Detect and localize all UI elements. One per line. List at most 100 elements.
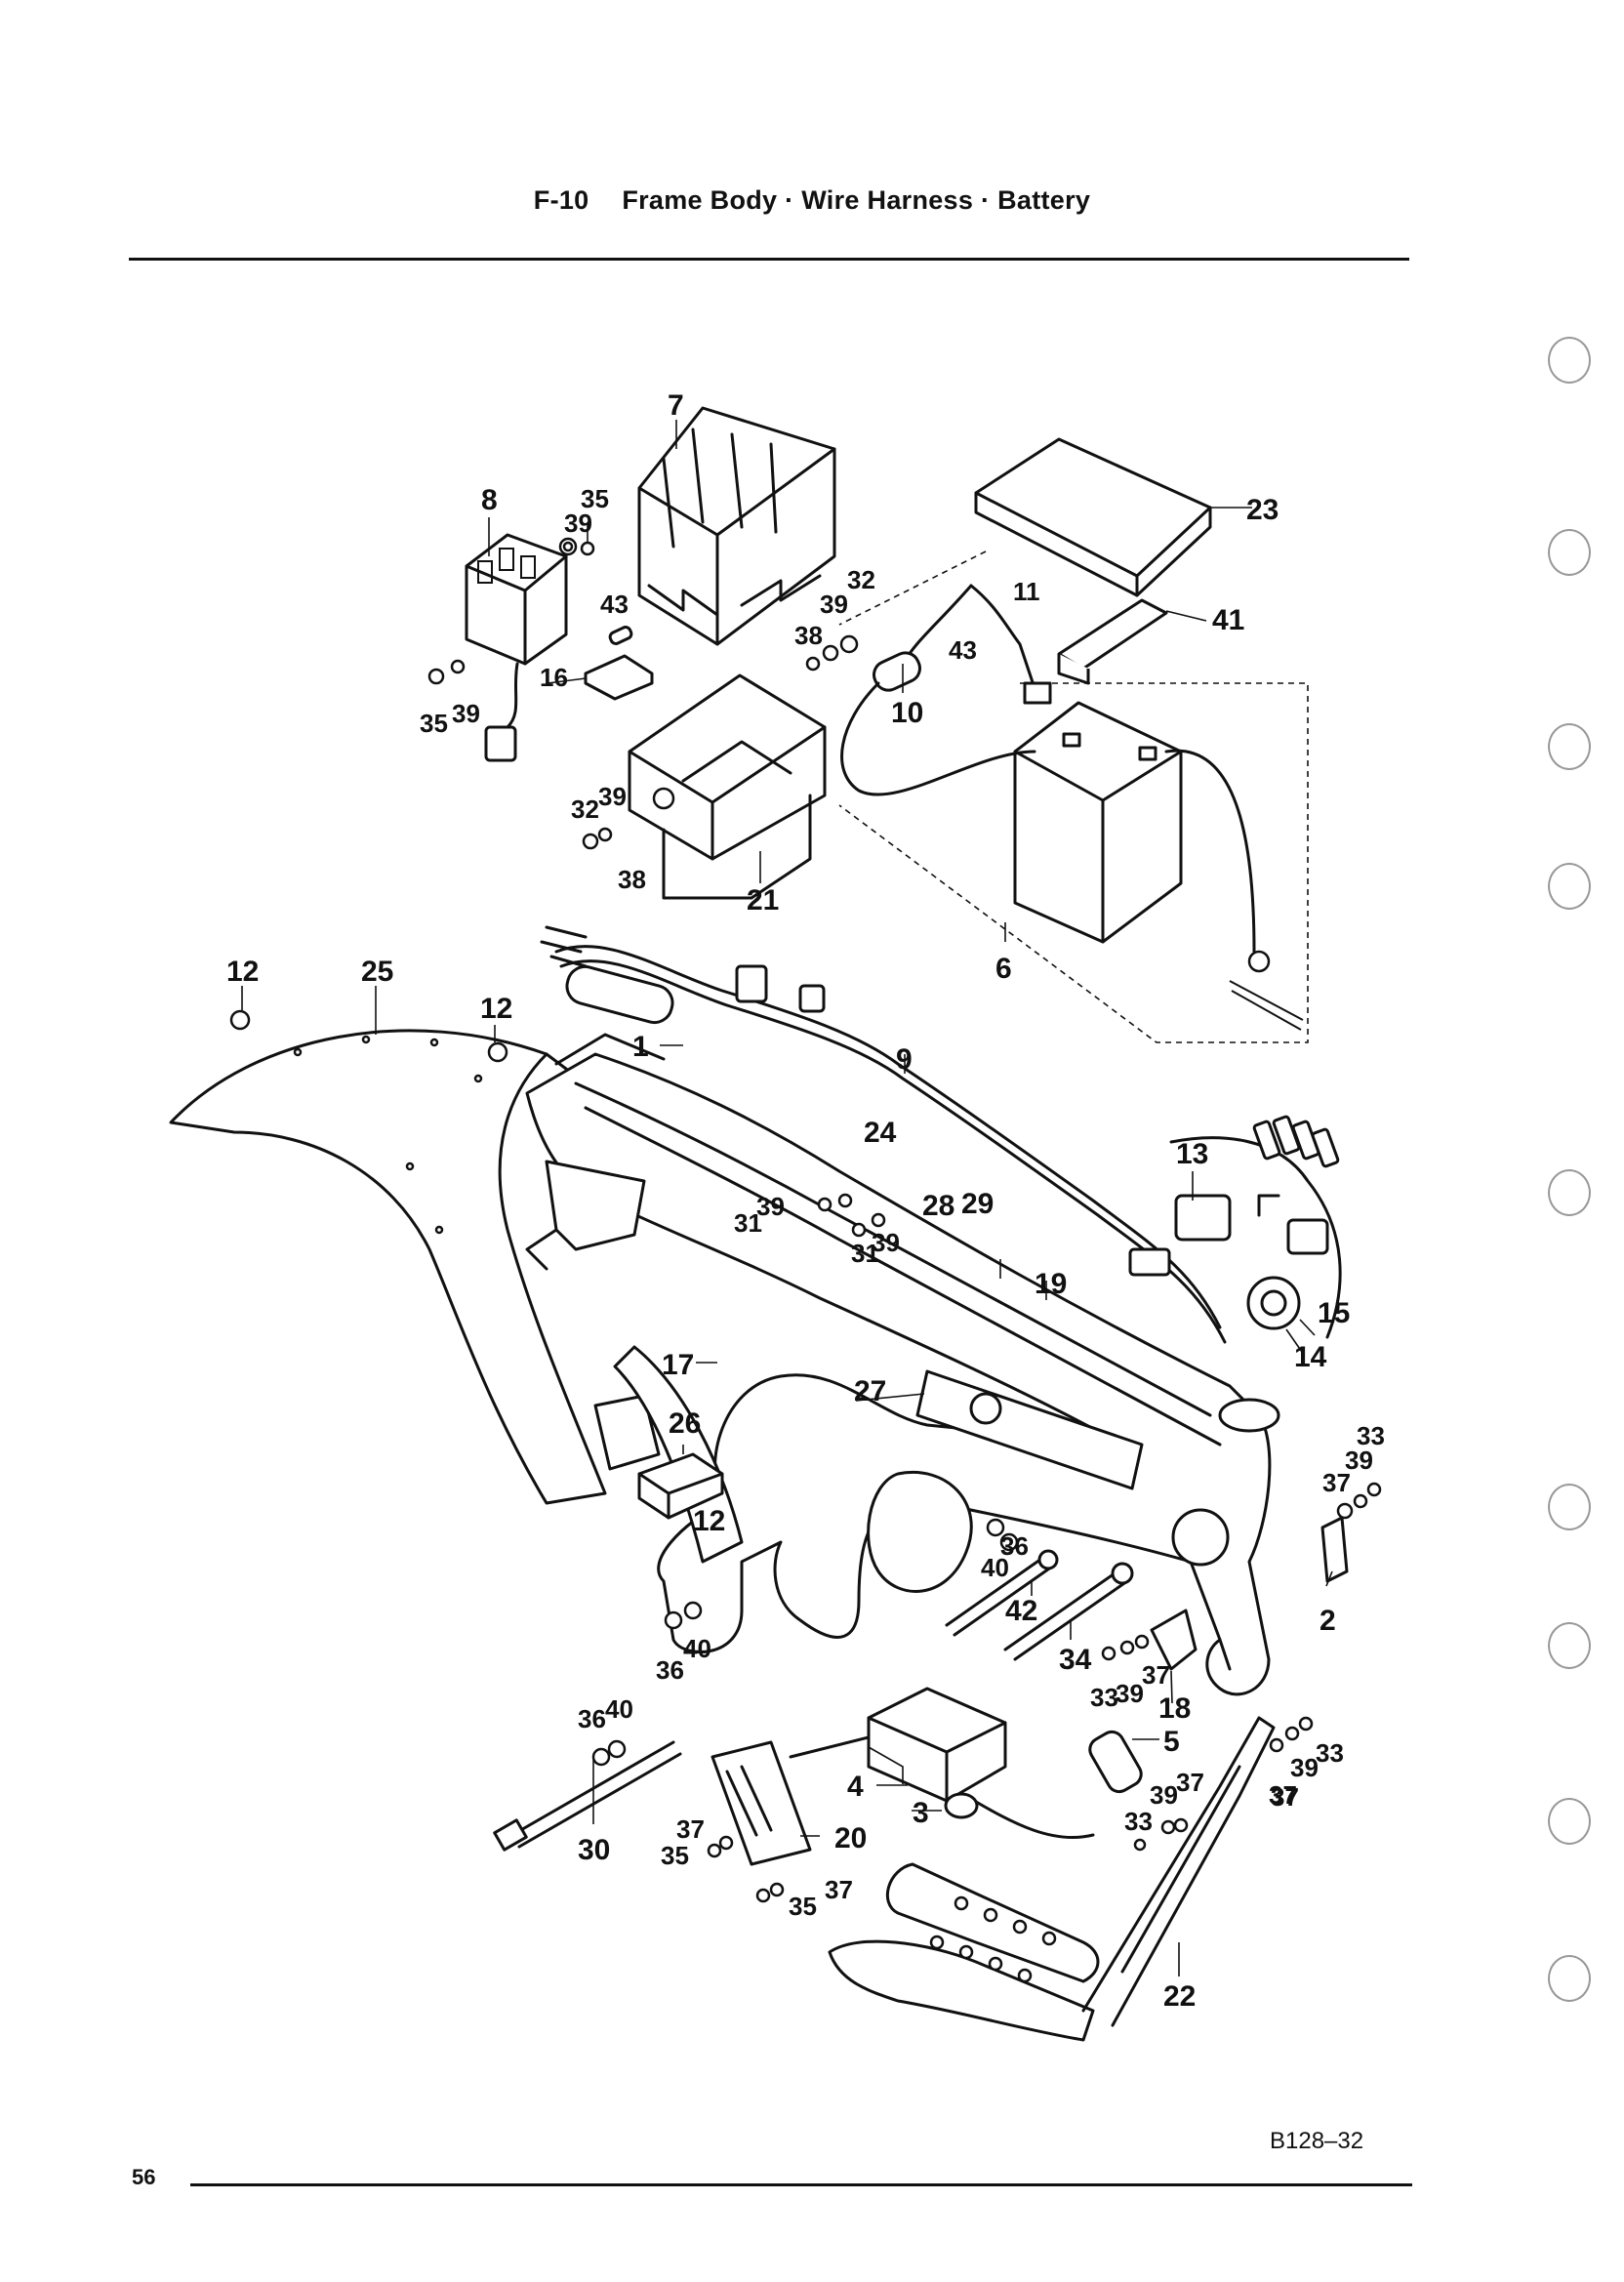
leader-lines	[241, 420, 1333, 1976]
callout-17: 17	[662, 1349, 694, 1381]
battery-band	[1057, 598, 1168, 685]
battery-inner-box	[637, 406, 836, 646]
callout-37: 37	[825, 1875, 853, 1904]
callout-31: 31	[734, 1208, 762, 1238]
callout-39: 39	[598, 782, 627, 811]
callout-29: 29	[961, 1188, 994, 1220]
callout-39: 39	[1116, 1679, 1144, 1708]
callout-39: 39	[1345, 1446, 1373, 1475]
footer-rule	[190, 2183, 1412, 2186]
binder-hole	[1548, 723, 1591, 770]
callout-10: 10	[891, 697, 923, 729]
callout-13: 13	[1176, 1138, 1208, 1170]
callout-39: 39	[1290, 1753, 1319, 1782]
callout-40: 40	[683, 1634, 711, 1663]
page-title: Frame Body · Wire Harness · Battery	[622, 185, 1091, 215]
binder-hole	[1548, 529, 1591, 576]
callout-31: 31	[851, 1239, 879, 1268]
fuse-holder	[465, 533, 568, 762]
binder-hole	[1548, 1798, 1591, 1845]
callout-33: 33	[1357, 1421, 1385, 1450]
callout-11: 11	[1013, 577, 1040, 606]
callout-35: 35	[661, 1841, 689, 1870]
binder-hole	[1548, 1169, 1591, 1216]
callout-36: 36	[578, 1704, 606, 1733]
callout-43: 43	[600, 590, 629, 619]
callout-40: 40	[605, 1694, 633, 1724]
callout-37: 37	[1322, 1468, 1351, 1497]
callout-38: 38	[794, 621, 823, 650]
tool-cover	[710, 1740, 812, 1866]
binder-hole	[1548, 337, 1591, 384]
page-header: F-10 Frame Body · Wire Harness · Battery	[0, 185, 1624, 216]
callout-15: 15	[1318, 1297, 1350, 1329]
battery-group-outline	[838, 550, 1309, 1043]
header-rule	[129, 258, 1409, 261]
callout-33: 33	[1090, 1683, 1118, 1712]
callout-42: 42	[1005, 1595, 1037, 1627]
callout-39: 39	[872, 1228, 900, 1257]
callout-24: 24	[864, 1117, 897, 1149]
callout-6: 6	[995, 953, 1012, 985]
callout-12: 12	[693, 1505, 725, 1537]
callout-14: 14	[1294, 1341, 1327, 1373]
wire-harness	[540, 925, 1342, 1344]
drawing-id: B128–32	[1270, 2128, 1364, 2154]
callout-12: 12	[226, 956, 259, 988]
callout-8: 8	[481, 484, 498, 516]
callout-41: 41	[1212, 604, 1244, 636]
callout-38: 38	[618, 865, 646, 894]
callout-5: 5	[1163, 1726, 1180, 1758]
callout-4: 4	[847, 1771, 864, 1803]
binder-hole	[1548, 1622, 1591, 1669]
callout-35: 35	[581, 484, 609, 513]
fuse-clip	[584, 626, 654, 701]
callout-37: 37	[1142, 1660, 1170, 1690]
battery-cover	[974, 437, 1212, 597]
callout-16: 16	[540, 663, 568, 692]
callout-labels: 7 8 35 39 43 16 35 39 23 41 32 39 38 11 …	[226, 389, 1385, 2013]
callout-22: 22	[1163, 1980, 1196, 2013]
callout-27: 27	[854, 1375, 886, 1407]
callout-37: 37	[1176, 1768, 1204, 1797]
step-bar	[828, 1716, 1276, 2042]
rear-arm	[525, 1160, 744, 1564]
callout-23: 23	[1246, 494, 1279, 526]
ignition-switch	[1174, 1194, 1329, 1330]
bolt-42	[945, 1549, 1059, 1637]
binder-hole	[1548, 863, 1591, 910]
callout-43: 43	[949, 635, 977, 665]
rear-fender	[169, 1029, 661, 1505]
callout-40: 40	[981, 1553, 1009, 1582]
callout-32: 32	[847, 565, 875, 594]
callout-26: 26	[669, 1407, 701, 1440]
callout-36: 36	[1000, 1531, 1029, 1561]
honda-emblem	[915, 1369, 1144, 1490]
callout-9: 9	[896, 1043, 913, 1076]
callout-12: 12	[480, 993, 512, 1025]
callout-39: 39	[564, 509, 592, 538]
callout-30: 30	[578, 1834, 610, 1866]
callout-20: 20	[834, 1822, 867, 1854]
callout-2: 2	[1320, 1605, 1336, 1637]
callout-19: 19	[1035, 1268, 1067, 1300]
callout-35: 35	[789, 1892, 817, 1921]
callout-33: 33	[1124, 1807, 1153, 1836]
callout-39: 39	[820, 590, 848, 619]
callout-25: 25	[361, 956, 393, 988]
battery	[1013, 701, 1304, 1031]
callout-39: 39	[1150, 1780, 1178, 1810]
callout-39: 39	[756, 1192, 785, 1221]
battery-case	[628, 673, 827, 900]
callout-37: 37	[1269, 1780, 1297, 1810]
section-code: F-10	[533, 185, 589, 215]
page-number: 56	[132, 2165, 156, 2189]
callout-33: 33	[1316, 1738, 1344, 1768]
callout-3: 3	[913, 1797, 929, 1829]
rubber-block	[637, 1452, 724, 1520]
callout-35: 35	[420, 709, 448, 738]
binder-hole	[1548, 1955, 1591, 2002]
bracket	[1150, 1516, 1349, 1671]
callout-7: 7	[668, 389, 684, 422]
